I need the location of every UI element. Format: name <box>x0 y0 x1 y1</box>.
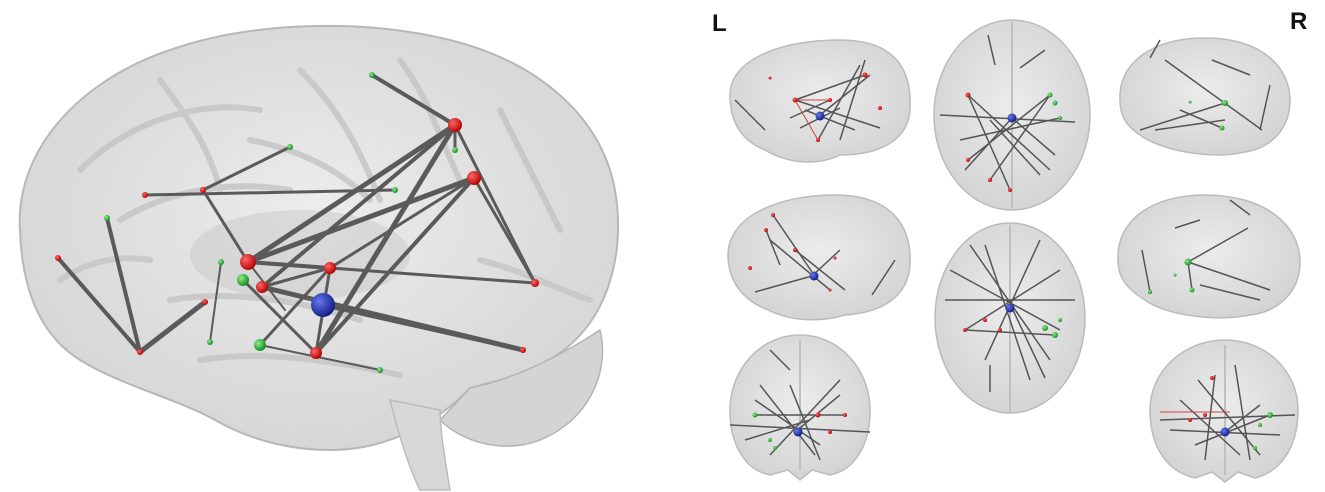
view-right-lateral-top <box>1119 37 1291 156</box>
node-green <box>287 144 293 150</box>
left-hemisphere-label: L <box>712 10 727 37</box>
node-red <box>324 262 336 274</box>
view-right-lateral-middle <box>1117 194 1301 319</box>
large-brain-nodes <box>55 72 539 373</box>
view-superior <box>933 19 1091 211</box>
node-green <box>392 187 398 193</box>
node-blue <box>311 293 335 317</box>
node-red <box>202 299 208 305</box>
node-green <box>254 339 266 351</box>
node-green <box>207 339 213 345</box>
cerebellum-outline <box>438 328 604 447</box>
view-inferior <box>934 222 1086 414</box>
node-green <box>377 367 383 373</box>
node-green <box>369 72 375 78</box>
node-red <box>55 255 61 261</box>
node-red <box>467 171 481 185</box>
view-left-lateral-top <box>729 39 911 163</box>
node-red <box>240 254 256 270</box>
large-sagittal-brain <box>18 24 619 491</box>
view-left-lateral-middle <box>727 194 911 321</box>
node-green <box>452 147 458 153</box>
node-green <box>237 274 249 286</box>
node-red <box>520 347 526 353</box>
node-red <box>531 279 539 287</box>
node-red <box>137 349 143 355</box>
brainstem-outline <box>388 399 451 491</box>
right-hemisphere-label: R <box>1290 8 1308 35</box>
node-red <box>256 281 268 293</box>
node-red <box>200 187 206 193</box>
node-red <box>310 347 322 359</box>
node-red <box>448 118 462 132</box>
view-anterior <box>729 334 871 481</box>
large-brain-edges <box>56 73 537 371</box>
gyri-pattern <box>57 57 593 378</box>
node-green <box>218 259 224 265</box>
node-red <box>142 192 148 198</box>
view-posterior <box>1149 339 1299 483</box>
node-green <box>104 215 110 221</box>
